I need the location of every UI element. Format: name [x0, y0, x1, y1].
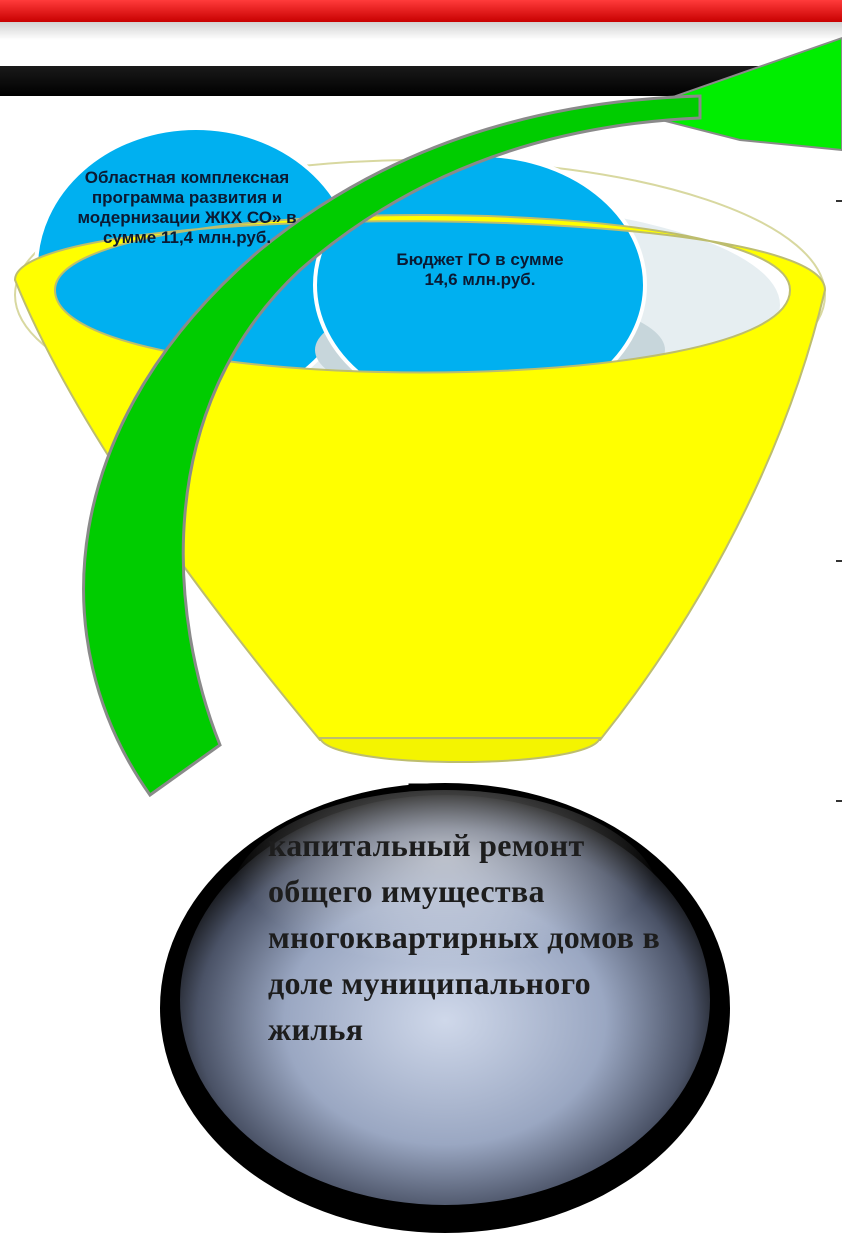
- bubble-city-budget-label: Бюджет ГО в сумме 14,6 млн.руб.: [396, 250, 564, 289]
- funnel-spout: [318, 737, 602, 763]
- top-red-band: [0, 0, 842, 22]
- edge-mark: [836, 800, 842, 802]
- green-arrow-head: [626, 36, 842, 152]
- result-sphere-highlight: [230, 790, 660, 1010]
- green-arrow: [82, 94, 702, 798]
- edge-mark: [836, 560, 842, 562]
- result-label: капитальный ремонт общего имущества мног…: [268, 827, 661, 1047]
- top-band-shadow: [0, 22, 842, 40]
- bubble-regional-program-label: Областная комплексная программа развития…: [77, 168, 297, 247]
- edge-mark: [836, 200, 842, 202]
